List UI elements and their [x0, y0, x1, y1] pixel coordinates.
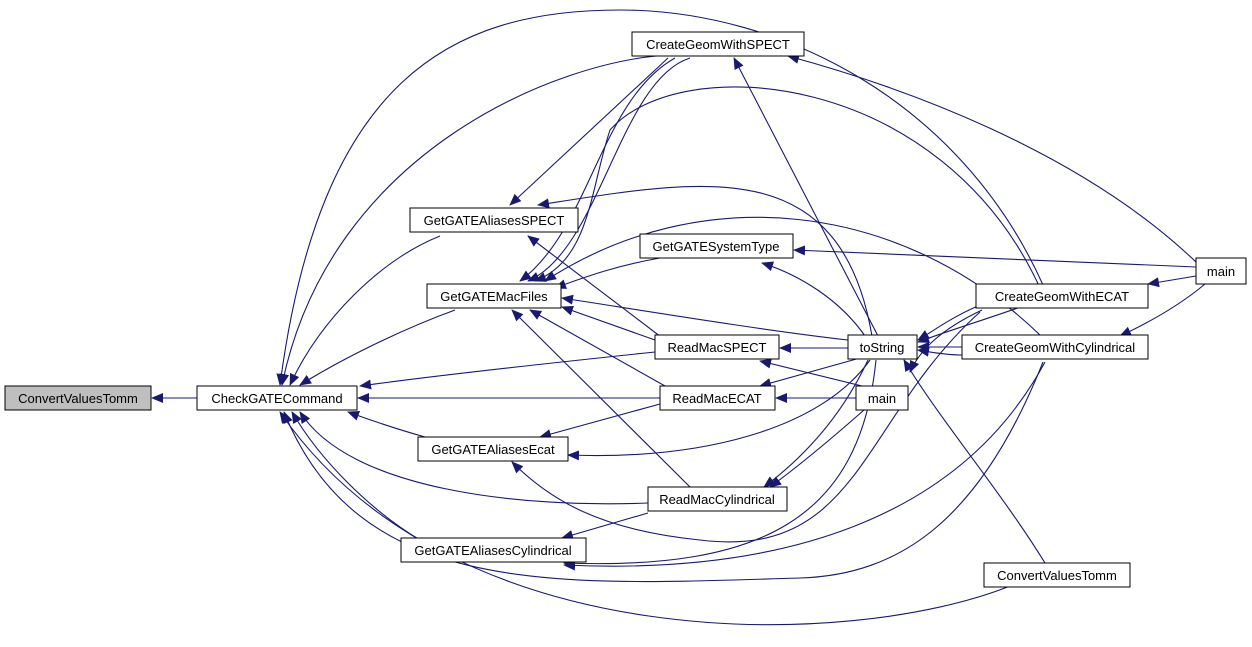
- node-getgatealiasescylindrical[interactable]: GetGATEAliasesCylindrical: [400, 537, 587, 563]
- edge-rmecat-to-gmfiles: [529, 309, 666, 387]
- edge-mainright-to-cgspect: [787, 54, 1197, 263]
- edge-tostring-to-gstype: [761, 261, 866, 337]
- edge-rmcyl-to-check: [299, 411, 649, 505]
- node-readmaccylindrical[interactable]: ReadMacCylindrical: [647, 486, 788, 512]
- edge-rmcyl-to-gmfiles: [511, 309, 691, 488]
- edge-cgcyl-to-check: [283, 361, 1044, 583]
- node-label: GetGATEMacFiles: [440, 289, 548, 304]
- node-main-right[interactable]: main: [1195, 257, 1247, 285]
- edge-tostring-to-rmcyl: [763, 359, 869, 488]
- node-getgatemacfiles[interactable]: GetGATEMacFiles: [426, 283, 562, 309]
- node-checkgatecommand[interactable]: CheckGATECommand: [196, 385, 358, 411]
- node-main-middle[interactable]: main: [855, 385, 909, 411]
- node-label: GetGATEAliasesCylindrical: [414, 543, 571, 558]
- edge-mainright-to-gstype: [793, 245, 1197, 268]
- edge-cgcyl2-to-tostring: [917, 346, 963, 357]
- edge-mainmid-to-rmspect: [759, 358, 863, 387]
- node-label: CreateGeomWithCylindrical: [975, 340, 1135, 355]
- edge-cgecat-to-gmfiles: [534, 86, 1041, 289]
- edges: [151, 9, 1206, 626]
- node-label: ConvertValuesTomm: [18, 391, 138, 406]
- edge-tostring-to-rmecat: [759, 357, 861, 388]
- edge-mainright-to-cgecat: [1147, 275, 1197, 288]
- edge-rmcyl-to-gacyl: [561, 512, 649, 540]
- node-label: main: [868, 391, 896, 406]
- edge-cgcyl-to-gacyl: [563, 361, 1046, 571]
- edge-mainright-to-cgcyl: [1119, 283, 1206, 337]
- node-creategeomwithspect[interactable]: CreateGeomWithSPECT: [631, 31, 805, 57]
- node-label: CreateGeomWithECAT: [995, 289, 1129, 304]
- edge-gacyl-to-check: [291, 411, 421, 541]
- node-label: CreateGeomWithSPECT: [646, 37, 790, 52]
- nodes: ConvertValuesTomm CheckGATECommand Creat…: [4, 31, 1247, 588]
- edge-mainmid-to-rmcyl: [769, 409, 865, 488]
- edge-rmspect-to-gaspect: [527, 235, 666, 341]
- edge-cgspect2-to-gmfiles: [527, 57, 691, 282]
- node-convertvaluestomm-left[interactable]: ConvertValuesTomm: [4, 385, 152, 411]
- edge-tostring-to-gaecat: [567, 359, 871, 461]
- edge-cgspect-to-check: [279, 54, 671, 386]
- node-label: ReadMacCylindrical: [659, 492, 775, 507]
- node-label: main: [1207, 264, 1235, 279]
- node-getgatesystemtype[interactable]: GetGATESystemType: [639, 233, 794, 259]
- node-label: GetGATEAliasesSPECT: [424, 213, 565, 228]
- node-convertvaluestomm-right[interactable]: ConvertValuesTomm: [983, 562, 1131, 588]
- node-label: CheckGATECommand: [211, 391, 342, 406]
- node-creategeomwithecat[interactable]: CreateGeomWithECAT: [975, 283, 1149, 309]
- edge-cgecat-to-mainmid: [909, 309, 983, 373]
- edge-gstype-to-gmfiles: [554, 257, 661, 289]
- edge-cgspect-to-gmfiles: [519, 57, 676, 282]
- node-label: ReadMacECAT: [672, 391, 761, 406]
- edge-cvright-to-check: [279, 411, 1011, 626]
- edge-gmfiles-to-check: [299, 309, 456, 386]
- node-label: ReadMacSPECT: [668, 340, 767, 355]
- node-getgatealiasesspect[interactable]: GetGATEAliasesSPECT: [409, 207, 579, 233]
- node-tostring[interactable]: toString: [847, 334, 918, 360]
- node-label: ConvertValuesTomm: [997, 568, 1117, 583]
- edge-gaspect-to-check: [289, 235, 441, 386]
- edge-tostring-to-gaspect: [537, 185, 873, 337]
- edge-cgecat-to-check: [276, 9, 1044, 386]
- node-label: toString: [860, 340, 905, 355]
- edge-tostring-to-gacyl: [563, 359, 877, 569]
- edge-rmspect-to-check: [359, 351, 656, 390]
- node-label: GetGATEAliasesEcat: [431, 442, 555, 457]
- edge-rmspect-to-gmfiles: [561, 305, 656, 341]
- edge-rmecat-to-gaecat: [539, 403, 661, 439]
- node-getgatealiasesecat[interactable]: GetGATEAliasesEcat: [417, 436, 569, 462]
- edge-gaecat-to-check: [347, 411, 426, 438]
- node-readmacspect[interactable]: ReadMacSPECT: [654, 334, 780, 360]
- edge-tostring-to-gmfiles: [561, 294, 849, 341]
- edge-cgspect-to-gaspect: [509, 57, 669, 206]
- edge-cvright-to-tostring: [903, 359, 1046, 564]
- node-readmacecat[interactable]: ReadMacECAT: [659, 385, 776, 411]
- node-label: GetGATESystemType: [653, 239, 780, 254]
- edge-tostring-to-cgspect: [733, 57, 879, 337]
- node-creategeomwithcylindrical[interactable]: CreateGeomWithCylindrical: [961, 334, 1149, 360]
